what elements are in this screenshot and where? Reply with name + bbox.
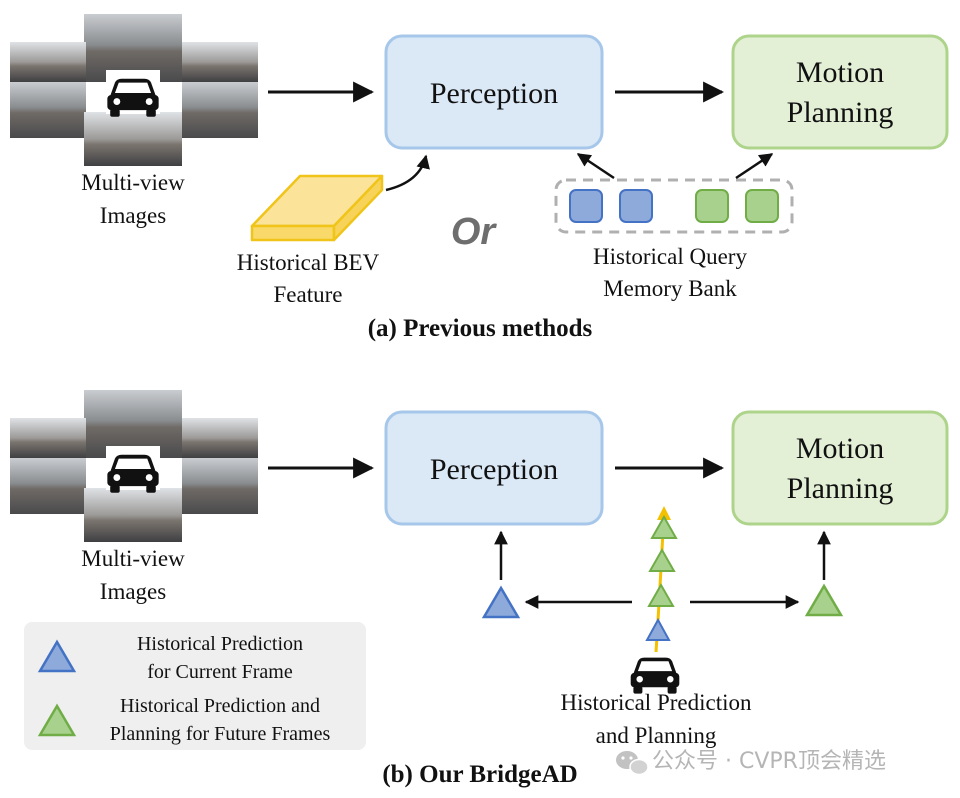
motion-planning-label-line1: Motion: [796, 432, 884, 465]
images-label-line1: Multi-view: [81, 546, 185, 571]
query-green-2: [745, 189, 779, 223]
panel-a: Multi-view Images Perception Motion Plan…: [10, 14, 949, 342]
arrow-bev-to-perception: [385, 154, 430, 192]
camera-back-left-photo: [10, 82, 86, 138]
triangle-future-1: [647, 582, 675, 607]
caption-b: (b) Our BridgeAD: [382, 761, 577, 788]
motion-planning-box: [731, 34, 949, 150]
perception-label: Perception: [430, 77, 558, 110]
camera-back-photo: [84, 488, 182, 542]
arrow-memory-to-planning: [735, 152, 774, 180]
camera-back-right-photo: [182, 458, 258, 514]
legend-current-line2: for Current Frame: [147, 661, 293, 683]
camera-photo-mosaic: [10, 390, 258, 542]
perception-label: Perception: [430, 453, 558, 486]
triangle-future-large: [804, 583, 844, 617]
triangle-current-large: [481, 585, 521, 619]
car-icon: [630, 657, 680, 694]
bev-label-line1: Historical BEV: [237, 250, 380, 275]
watermark: 公众号 · CVPR顶会精选: [616, 749, 886, 776]
trajectory-label-line2: and Planning: [596, 723, 717, 748]
arrow-memory-to-perception: [576, 152, 615, 180]
memory-label-line1: Historical Query: [593, 244, 747, 269]
camera-front-right-photo: [182, 418, 258, 458]
triangle-current: [645, 617, 671, 641]
bev-label-line2: Feature: [274, 282, 343, 307]
legend-future-line1: Historical Prediction and: [120, 695, 320, 717]
perception-box: [384, 34, 604, 150]
motion-planning-label-line1: Motion: [796, 56, 884, 89]
legend-current-line1: Historical Prediction: [137, 633, 303, 655]
memory-bank-container: [554, 178, 794, 234]
legend-background: [24, 622, 366, 750]
camera-front-right-photo: [182, 42, 258, 82]
memory-label-line2: Memory Bank: [603, 276, 737, 301]
watermark-text: 公众号 · CVPR顶会精选: [652, 749, 886, 774]
perception-box: [384, 410, 604, 526]
trajectory-label-line1: Historical Prediction: [561, 690, 752, 715]
legend-triangle-current: [37, 639, 77, 673]
query-green-1: [695, 189, 729, 223]
bev-feature-slab: [250, 174, 384, 242]
camera-back-photo: [84, 112, 182, 166]
motion-planning-label-line2: Planning: [787, 472, 894, 505]
camera-photo-mosaic: [10, 14, 258, 166]
camera-back-right-photo: [182, 82, 258, 138]
images-label-line1: Multi-view: [81, 170, 185, 195]
triangle-future-3: [650, 514, 678, 539]
images-label-line2: Images: [100, 579, 166, 604]
camera-front-left-photo: [10, 42, 86, 82]
images-label-line2: Images: [100, 203, 166, 228]
camera-front-left-photo: [10, 418, 86, 458]
camera-back-left-photo: [10, 458, 86, 514]
legend: Historical Prediction for Current Frame …: [24, 622, 366, 750]
query-blue-2: [619, 189, 653, 223]
caption-a: (a) Previous methods: [368, 315, 593, 342]
panel-b: Multi-view Images Perception Motion Plan…: [10, 390, 949, 788]
query-blue-1: [569, 189, 603, 223]
motion-planning-label-line2: Planning: [787, 96, 894, 129]
motion-planning-box: [731, 410, 949, 526]
wechat-icon: [616, 751, 649, 776]
legend-triangle-future: [37, 703, 77, 737]
trajectory-arrowhead: [657, 506, 671, 520]
triangle-future-2: [648, 547, 676, 572]
or-text: Or: [451, 211, 498, 253]
legend-future-line2: Planning for Future Frames: [110, 723, 331, 745]
